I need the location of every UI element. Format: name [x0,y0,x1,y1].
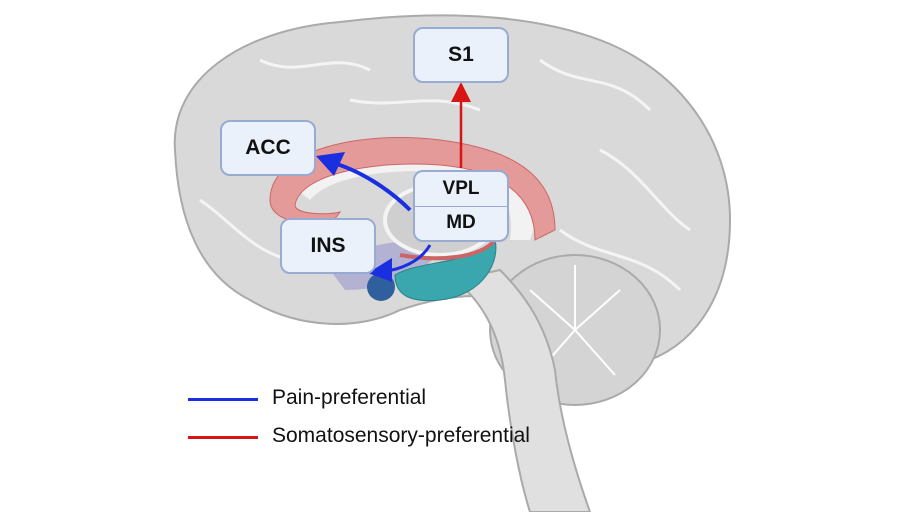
legend-line-pain [188,398,258,401]
region-box-ins: INS [280,218,376,274]
legend-label-somatosensory: Somatosensory-preferential [272,424,530,447]
ins-label: INS [310,234,346,257]
legend-line-somatosensory [188,436,258,439]
region-box-acc: ACC [220,120,316,176]
acc-label: ACC [245,136,291,159]
region-box-thalamus: VPL MD [413,170,509,242]
region-box-s1: S1 [413,27,509,83]
arrow-head-acc [316,152,345,176]
gyri-lines [199,58,691,292]
md-label: MD [446,212,476,234]
arrow-head-ins [368,258,392,282]
vpl-label: VPL [415,172,507,207]
legend-label-pain: Pain-preferential [272,386,427,409]
s1-label: S1 [448,43,474,66]
